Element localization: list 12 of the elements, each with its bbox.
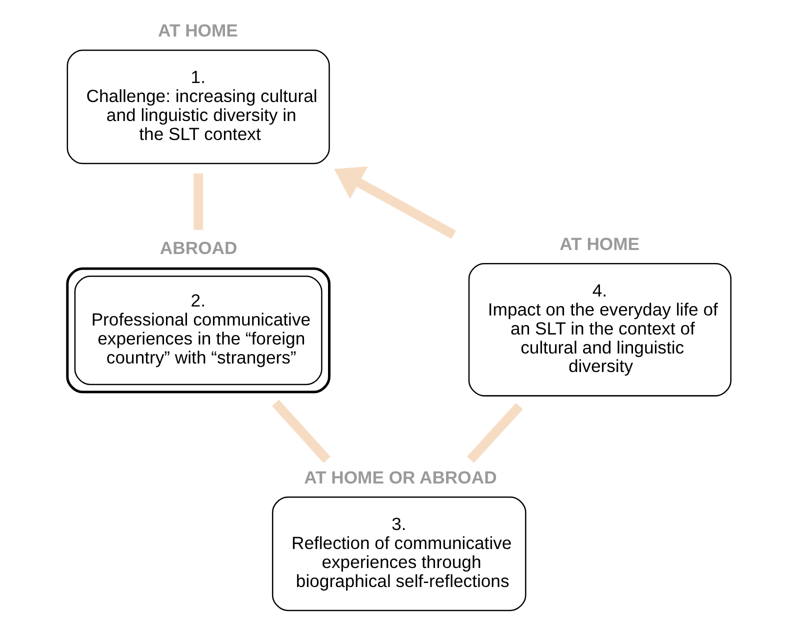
node-box: 3. Reflection of communicative experiences through biographical self-reflections	[271, 496, 526, 612]
arrow	[334, 166, 456, 239]
connector	[466, 402, 522, 464]
connector	[271, 400, 330, 463]
node-label: AT HOME	[559, 234, 640, 254]
node-box: 1. Challenge: increasing cultural and linguistic diversity in the SLT context	[66, 50, 330, 164]
connector	[193, 173, 203, 230]
node-label: AT HOME OR ABROAD	[304, 468, 496, 488]
node-box: 2. Professional communicative experiences in the “foreign country” with “strangers”	[66, 267, 330, 394]
node-label: ABROAD	[159, 238, 237, 258]
node-label: AT HOME	[158, 20, 238, 41]
node-box: 4. Impact on the everyday life of an SLT in the context of cultural and linguistic diversity	[468, 263, 731, 396]
